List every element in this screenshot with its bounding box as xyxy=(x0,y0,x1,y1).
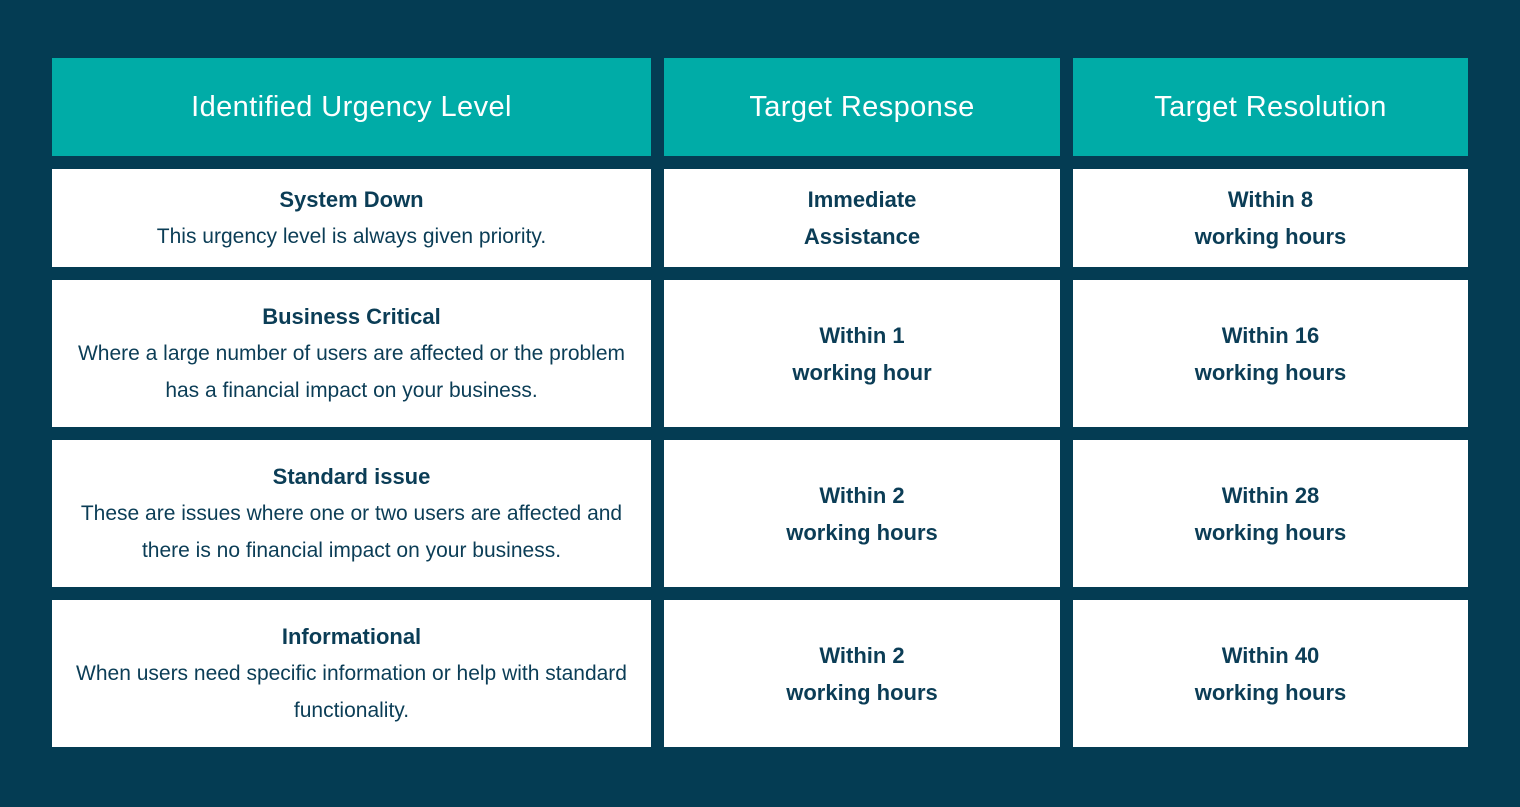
header-cell-target-response: Target Response xyxy=(664,58,1060,156)
resolution-cell-business-critical: Within 16 working hours xyxy=(1073,280,1468,427)
urgency-title: Standard issue xyxy=(272,464,431,489)
header-cell-target-resolution: Target Resolution xyxy=(1073,58,1468,156)
resolution-line: working hours xyxy=(1194,224,1347,249)
response-cell-system-down: Immediate Assistance xyxy=(664,169,1060,267)
header-label-target-resolution: Target Resolution xyxy=(1154,90,1387,123)
urgency-cell-standard-issue: Standard issue These are issues where on… xyxy=(52,440,651,587)
resolution-line: Within 40 xyxy=(1221,642,1320,668)
response-line: working hours xyxy=(786,519,938,545)
urgency-title: System Down xyxy=(279,187,424,212)
response-line: working hours xyxy=(786,679,938,705)
response-line: working hour xyxy=(792,359,932,385)
resolution-cell-standard-issue: Within 28 working hours xyxy=(1073,440,1468,587)
resolution-cell-informational: Within 40 working hours xyxy=(1073,600,1468,747)
urgency-cell-informational: Informational When users need specific i… xyxy=(52,600,651,747)
header-label-urgency-level: Identified Urgency Level xyxy=(191,90,512,123)
resolution-line: working hours xyxy=(1194,519,1347,545)
urgency-description: Where a large number of users are affect… xyxy=(77,342,626,402)
response-cell-standard-issue: Within 2 working hours xyxy=(664,440,1060,587)
header-label-target-response: Target Response xyxy=(749,90,975,123)
urgency-description: This urgency level is always given prior… xyxy=(156,225,547,248)
sla-table: Identified Urgency Level Target Response… xyxy=(52,58,1468,747)
resolution-line: Within 16 xyxy=(1221,322,1320,348)
resolution-line: working hours xyxy=(1194,679,1347,705)
urgency-description: These are issues where one or two users … xyxy=(80,502,623,562)
response-cell-informational: Within 2 working hours xyxy=(664,600,1060,747)
response-cell-business-critical: Within 1 working hour xyxy=(664,280,1060,427)
urgency-title: Business Critical xyxy=(262,304,441,329)
response-line: Immediate xyxy=(807,187,917,212)
response-line: Assistance xyxy=(803,224,921,249)
header-cell-urgency-level: Identified Urgency Level xyxy=(52,58,651,156)
urgency-cell-system-down: System Down This urgency level is always… xyxy=(52,169,651,267)
resolution-line: Within 8 xyxy=(1227,187,1314,212)
urgency-cell-business-critical: Business Critical Where a large number o… xyxy=(52,280,651,427)
resolution-cell-system-down: Within 8 working hours xyxy=(1073,169,1468,267)
resolution-line: Within 28 xyxy=(1221,482,1320,508)
response-line: Within 2 xyxy=(819,642,905,668)
response-line: Within 1 xyxy=(819,322,905,348)
response-line: Within 2 xyxy=(819,482,905,508)
urgency-description: When users need specific information or … xyxy=(76,662,627,722)
urgency-title: Informational xyxy=(281,624,422,649)
resolution-line: working hours xyxy=(1194,359,1347,385)
